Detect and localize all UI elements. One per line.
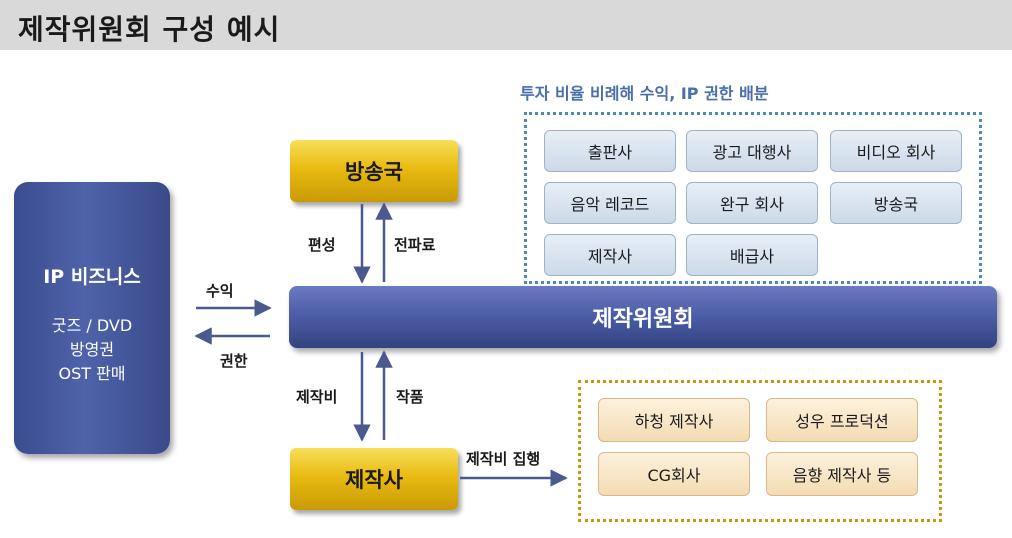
ip-item-goods: 굿즈 / DVD [51,316,133,335]
subcontractors-group [578,380,942,522]
label-broadcast-fee: 전파료 [394,236,436,254]
page-title: 제작위원회 구성 예시 [18,13,281,46]
ip-business-box: IP 비즈니스 굿즈 / DVD 방영권 OST 판매 [14,182,170,454]
header-bar: 제작위원회 구성 예시 [0,0,1012,50]
label-rights: 권한 [220,352,248,370]
sub-subcontract-studio: 하청 제작사 [598,398,750,442]
label-production-cost: 제작비 [296,388,338,406]
label-revenue: 수익 [206,282,234,300]
investor-distributor: 배급사 [686,234,818,276]
investor-music-record: 음악 레코드 [544,182,676,224]
committee-bar: 제작위원회 [289,286,997,348]
investors-group [524,112,982,284]
investors-title: 투자 비율 비례해 수익, IP 권한 배분 [520,84,769,103]
ip-business-items: 굿즈 / DVD 방영권 OST 판매 [14,314,170,386]
investor-toy-company: 완구 회사 [686,182,818,224]
ip-item-broadcast-rights: 방영권 [69,340,115,359]
investor-broadcaster: 방송국 [830,182,962,224]
label-programming: 편성 [308,236,336,254]
producer-box: 제작사 [290,448,458,510]
broadcaster-box: 방송국 [290,140,458,202]
sub-voice-production: 성우 프로덕션 [766,398,918,442]
investor-producer: 제작사 [544,234,676,276]
investor-video-company: 비디오 회사 [830,130,962,172]
ip-item-ost: OST 판매 [58,364,126,383]
sub-sound-studio: 음향 제작사 등 [766,452,918,496]
investor-ad-agency: 광고 대행사 [686,130,818,172]
sub-cg-company: CG회사 [598,452,750,496]
investor-publisher: 출판사 [544,130,676,172]
ip-business-title: IP 비즈니스 [43,266,141,288]
label-work: 작품 [396,388,424,406]
label-cost-execution: 제작비 집행 [466,450,541,468]
